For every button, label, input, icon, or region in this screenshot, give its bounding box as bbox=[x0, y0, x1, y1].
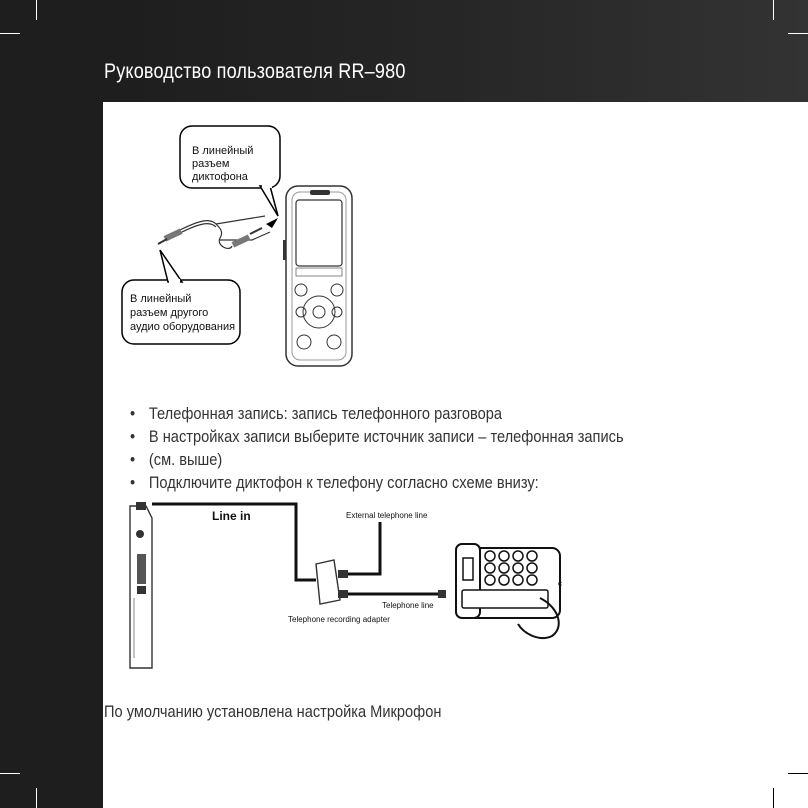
crop-mark bbox=[36, 788, 37, 808]
telephone-diagram: Line in External telephone line Telephon… bbox=[129, 502, 562, 669]
header-band bbox=[0, 0, 808, 102]
footer-note: По умолчанию установлена настройка Микро… bbox=[104, 702, 442, 721]
telephone-icon bbox=[455, 543, 561, 640]
list-item: Подключите диктофон к телефону согласно … bbox=[130, 471, 680, 494]
callout-top: В линейный разъем диктофона bbox=[179, 125, 281, 217]
list-item-continuation: (см. выше) bbox=[130, 448, 680, 471]
line-in-label: Line in bbox=[212, 509, 251, 523]
connection-wires bbox=[152, 502, 480, 596]
list-item: В настройках записи выберите источник за… bbox=[130, 425, 680, 448]
crop-mark bbox=[788, 773, 808, 774]
page-title: Руководство пользователя RR–980 bbox=[104, 60, 406, 83]
crop-mark bbox=[788, 33, 808, 34]
crop-mark bbox=[36, 0, 37, 20]
crop-mark bbox=[0, 33, 20, 34]
callout-bottom-line-3: аудио оборудования bbox=[130, 321, 235, 333]
adapter-label: Telephone recording adapter bbox=[288, 615, 390, 624]
external-line-label: External telephone line bbox=[346, 511, 428, 520]
voice-recorder-front bbox=[283, 185, 353, 367]
line-in-diagram: В линейный разъем диктофона В линейный р… bbox=[121, 125, 353, 367]
list-item: Телефонная запись: запись телефонного ра… bbox=[130, 402, 680, 425]
c-label: c bbox=[558, 579, 562, 588]
instruction-list: Телефонная запись: запись телефонного ра… bbox=[130, 402, 770, 494]
crop-mark bbox=[773, 788, 774, 808]
voice-recorder-side bbox=[129, 502, 153, 669]
crop-mark bbox=[0, 773, 20, 774]
jack-plug-left bbox=[157, 228, 183, 245]
callout-top-line-2: разъем bbox=[192, 158, 229, 170]
callout-bottom-line-1: В линейный bbox=[130, 293, 191, 305]
telephone-line-label: Telephone line bbox=[382, 601, 434, 610]
phone-plug bbox=[438, 590, 446, 598]
crop-mark bbox=[773, 0, 774, 20]
callout-top-line-1: В линейный bbox=[192, 145, 253, 157]
left-band bbox=[0, 0, 103, 808]
jack-plug-right bbox=[231, 227, 263, 248]
recording-adapter bbox=[315, 559, 348, 605]
audio-cable bbox=[179, 215, 271, 250]
callout-bottom: В линейный разъем другого аудио оборудов… bbox=[121, 249, 241, 345]
arrow-icon bbox=[266, 218, 278, 228]
callout-bottom-line-2: разъем другого bbox=[130, 307, 208, 319]
callout-top-line-3: диктофона bbox=[192, 171, 249, 183]
